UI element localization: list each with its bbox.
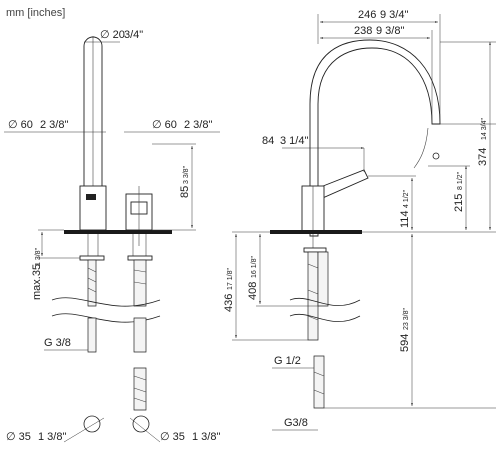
- side-hose-1: [307, 251, 319, 341]
- side-break-top: [289, 298, 361, 306]
- dim-body-diameter-right: ∅ 60: [152, 119, 177, 131]
- dim-spout-diameter: ∅ 20: [100, 29, 125, 41]
- mounting-plate: [64, 230, 172, 234]
- dim-hose-length-1: 436: [223, 294, 235, 312]
- dim-lever-offset: 84: [262, 135, 274, 147]
- side-hose-2: [317, 251, 329, 307]
- left-body-logo: [86, 194, 96, 200]
- label-connection-2: G3/8: [284, 417, 308, 429]
- dim-hose-length-2: 408: [247, 282, 259, 300]
- spout-arc: [309, 39, 441, 237]
- left-body: [79, 185, 107, 231]
- lever-handle: [317, 169, 369, 201]
- dim-hole-left-inch: 1 3/8": [38, 431, 66, 443]
- hose-left-upper: [87, 259, 97, 307]
- dim-spout-diameter-inch: 3/4": [124, 29, 143, 41]
- dim-hose-length-3: 594: [399, 334, 411, 352]
- dim-lever-offset-inch: 3 1/4": [280, 135, 308, 147]
- nut-left: [79, 255, 105, 261]
- dim-outlet-height: 215: [453, 194, 465, 212]
- dim-hole-right: ∅ 35: [160, 431, 185, 443]
- water-stream: [413, 127, 429, 169]
- dim-projection-inner-inch: 9 3/8": [376, 25, 404, 37]
- side-break-bottom: [289, 314, 361, 322]
- front-view: ∅ 20 3/4" ∅ 60 2 3/8" ∅ 60 2 3/8" 85 3 3…: [4, 29, 220, 443]
- dim-max-thickness: max.35: [31, 264, 43, 300]
- dim-body-diameter-left: ∅ 60: [8, 119, 33, 131]
- side-plate: [270, 230, 362, 234]
- aerator-drop: [432, 152, 440, 160]
- mixer-body: [125, 186, 153, 246]
- hose-right-lower: [133, 317, 147, 353]
- units-label: mm [inches]: [6, 7, 65, 19]
- dim-handle-height-inch: 3 3/8": [183, 165, 190, 184]
- label-connection-left: G 3/8: [44, 337, 71, 349]
- dim-lever-height: 114: [399, 210, 411, 228]
- mounting-hole-right: [132, 415, 150, 433]
- dim-hose-length-3-inch: 23 3/8": [403, 308, 410, 330]
- dim-total-height: 374: [477, 148, 489, 166]
- mounting-hole-left: [83, 415, 101, 433]
- dim-total-height-inch: 14 3/4": [481, 118, 488, 140]
- dim-hole-right-inch: 1 3/8": [192, 431, 220, 443]
- dim-max-thickness-inch: 1 3/8": [35, 247, 42, 266]
- side-view: 246 9 3/4" 238 9 3/8" 84 3 1/4" 215 8 1/…: [223, 9, 496, 431]
- dim-projection-outer: 246: [358, 9, 376, 21]
- hose-right-end: [133, 367, 147, 411]
- nut-right: [127, 255, 153, 261]
- dim-outlet-height-inch: 8 1/2": [457, 171, 464, 190]
- dim-projection-inner: 238: [354, 25, 372, 37]
- hose-left-lower: [87, 317, 97, 353]
- side-nut: [303, 247, 327, 253]
- hose-right-upper: [133, 259, 147, 307]
- dim-hole-left: ∅ 35: [6, 431, 31, 443]
- dim-body-diameter-left-inch: 2 3/8": [40, 119, 68, 131]
- side-hose-3: [313, 355, 325, 409]
- dim-body-diameter-right-inch: 2 3/8": [184, 119, 212, 131]
- dim-lever-height-inch: 4 1/2": [403, 189, 410, 208]
- label-connection-1: G 1/2: [274, 355, 301, 367]
- dim-hose-length-2-inch: 16 1/8": [251, 256, 258, 278]
- dim-handle-height: 85: [179, 186, 191, 198]
- dim-hose-length-1-inch: 17 1/8": [227, 268, 234, 290]
- break-line-top: [51, 297, 161, 307]
- dim-projection-outer-inch: 9 3/4": [380, 9, 408, 21]
